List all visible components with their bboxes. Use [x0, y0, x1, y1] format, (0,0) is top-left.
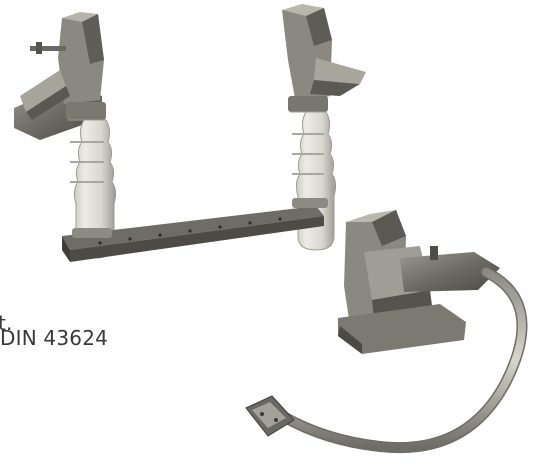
right-contact-head — [282, 4, 366, 112]
cable-end-plug — [245, 395, 295, 437]
caption-line-2: DIN 43624 — [0, 326, 109, 350]
left-contact-head — [14, 12, 106, 140]
caption-line-1: t. — [0, 311, 13, 335]
left-insulator — [68, 119, 117, 259]
cable — [280, 266, 528, 454]
connector-body — [338, 210, 500, 354]
base-bar — [62, 198, 328, 262]
